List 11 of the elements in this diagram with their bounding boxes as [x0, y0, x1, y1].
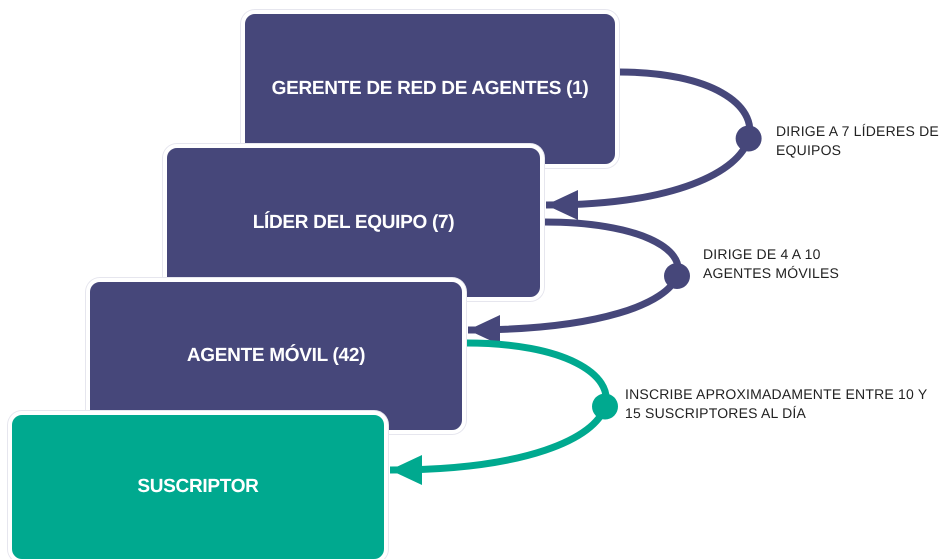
edge-label: INSCRIBE APROXIMADAMENTE ENTRE 10 Y 15 SUSCRIPTORES AL DÍA — [625, 385, 928, 423]
box-label: GERENTE DE RED DE AGENTES (1) — [272, 78, 588, 100]
process-box — [8, 411, 388, 559]
curved-arrow — [390, 340, 608, 484]
box-label: AGENTE MÓVIL (42) — [186, 345, 366, 367]
box-label: LÍDER DEL EQUIPO (7) — [252, 212, 454, 234]
edge-label: DIRIGE DE 4 A 10 AGENTES MÓVILES — [703, 245, 840, 283]
curved-arrow — [468, 218, 681, 344]
box-label: SUSCRIPTOR — [137, 476, 259, 498]
curved-arrow — [546, 68, 752, 219]
edge-label: DIRIGE A 7 LÍDERES DE EQUIPOS — [776, 122, 940, 160]
